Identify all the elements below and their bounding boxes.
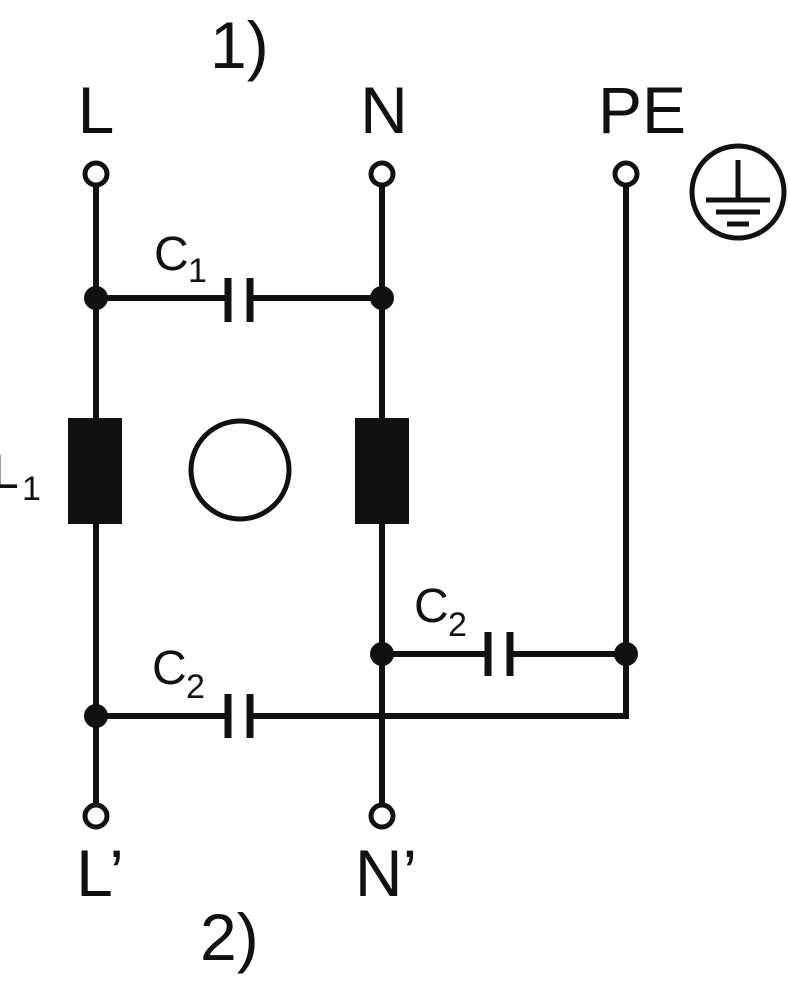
- choke-winding-n: [355, 418, 409, 524]
- terminal-label-n-out: N’: [355, 836, 417, 910]
- cap-c2-left-letter: C: [152, 642, 187, 695]
- inductor-letter: L: [0, 446, 19, 499]
- choke-core: [188, 418, 292, 522]
- junction-dot: [84, 704, 108, 728]
- capacitor-c2-n-pe: [382, 632, 626, 676]
- cap-c2-right-letter: C: [414, 580, 449, 633]
- terminal-n-in: [368, 160, 396, 188]
- junction-dot: [614, 642, 638, 666]
- terminal-l-out: [82, 802, 110, 830]
- cap-c2-left-index: 2: [186, 668, 205, 706]
- choke-winding-l: [68, 418, 122, 524]
- terminal-label-pe: PE: [598, 73, 686, 147]
- input-marker: 1): [210, 8, 269, 82]
- junction-dot: [370, 642, 394, 666]
- capacitor-c2-l-pe: [96, 694, 629, 738]
- output-marker: 2): [200, 900, 259, 974]
- earth-ground-icon: [689, 143, 787, 241]
- cap-c2-right-index: 2: [448, 606, 467, 644]
- junction-dot: [84, 286, 108, 310]
- terminal-label-l-out: L’: [76, 836, 124, 910]
- cap-c1-letter: C: [154, 228, 189, 281]
- terminal-pe: [612, 160, 640, 188]
- terminal-l-in: [82, 160, 110, 188]
- capacitor-c1: [96, 278, 382, 322]
- junction-dot: [370, 286, 394, 310]
- terminal-n-out: [368, 802, 396, 830]
- terminal-label-n: N: [360, 73, 408, 147]
- terminal-label-l: L: [78, 73, 115, 147]
- cap-c1-index: 1: [188, 252, 207, 290]
- inductor-index: 1: [22, 470, 41, 508]
